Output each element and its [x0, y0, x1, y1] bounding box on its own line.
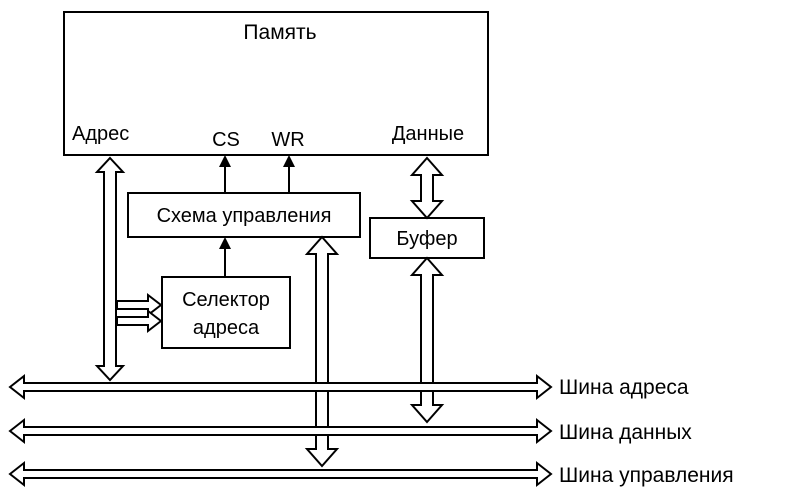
control-circuit-label: Схема управления	[157, 205, 332, 227]
control-bus-label: Шина управления	[559, 464, 734, 487]
address-bus-label: Шина адреса	[559, 376, 689, 399]
memory-address-label: Адрес	[72, 123, 129, 145]
memory-cs-label: CS	[212, 129, 240, 151]
memory-title: Память	[243, 21, 316, 44]
memory-box	[63, 11, 489, 156]
address-bus-arrow	[8, 373, 553, 401]
cs-signal-arrowhead	[219, 155, 231, 167]
address-selector-box	[161, 276, 291, 349]
selector-to-control-line	[219, 237, 231, 277]
cs-signal-line	[219, 155, 231, 193]
wr-signal-line	[283, 155, 295, 193]
control-bus-line-arrow	[8, 460, 553, 488]
wr-signal-arrowhead	[283, 155, 295, 167]
address-selector-line1: Селектор	[182, 289, 270, 311]
memory-block: Память Адрес CS WR Данные	[63, 11, 489, 156]
buffer-block: Буфер	[369, 217, 485, 259]
memory-wr-label: WR	[271, 129, 304, 151]
address-to-selector-arrow-1	[116, 292, 163, 318]
control-circuit-block: Схема управления	[127, 192, 361, 238]
data-bus-label: Шина данных	[559, 421, 692, 444]
address-to-selector-arrow-2	[116, 308, 163, 334]
selector-to-control-arrowhead	[219, 237, 231, 249]
memory-data-label: Данные	[392, 123, 464, 145]
buffer-data-bus-arrow	[409, 256, 445, 424]
memory-buffer-arrow	[409, 156, 445, 220]
address-selector-line2: адреса	[193, 317, 260, 339]
data-bus-arrow	[8, 417, 553, 445]
control-circuit-box	[127, 192, 361, 238]
buffer-label: Буфер	[396, 228, 457, 250]
memory-address-bus-arrow	[94, 156, 126, 382]
control-bus-arrow	[304, 235, 340, 468]
address-selector-block: Селектор адреса	[161, 276, 291, 349]
